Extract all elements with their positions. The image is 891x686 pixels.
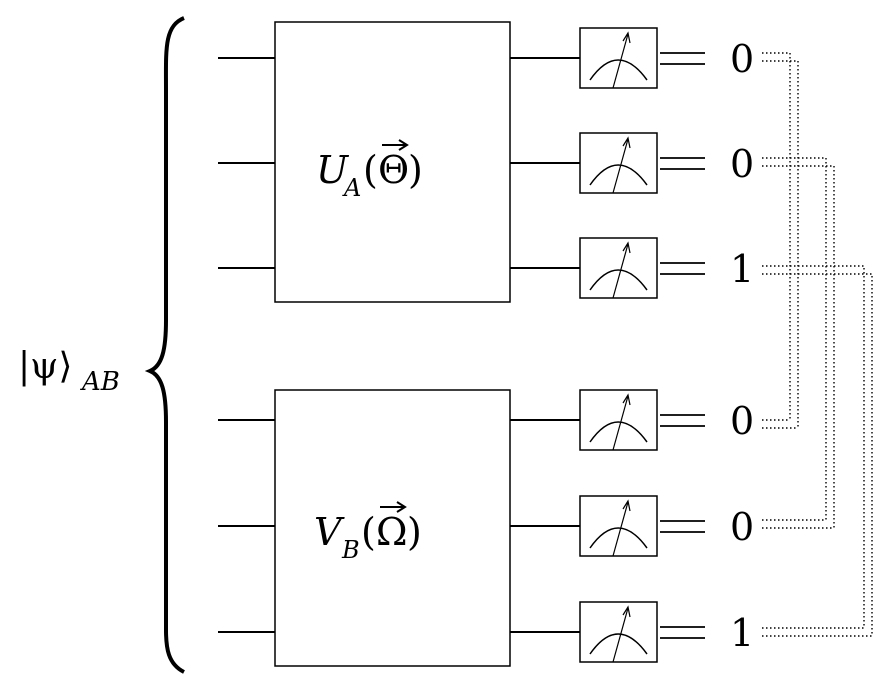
correlation-link-3 bbox=[762, 265, 873, 637]
gate-v-b-close-paren: ) bbox=[407, 510, 422, 554]
gate-u-a-argument: Θ bbox=[378, 148, 409, 192]
outcome-label: 0 bbox=[730, 399, 754, 443]
meter-icon bbox=[579, 132, 658, 194]
gate-v-b-subscript: B bbox=[341, 536, 360, 564]
correlation-links bbox=[762, 52, 873, 637]
gate-v-b-name: V bbox=[314, 510, 345, 554]
classical-wire bbox=[660, 520, 705, 533]
output-wires bbox=[510, 57, 580, 633]
gate-v-b-open-paren: ( bbox=[361, 510, 376, 554]
meter-icon bbox=[579, 389, 658, 451]
outcome-label: 0 bbox=[730, 505, 754, 549]
bracket-brace bbox=[144, 16, 186, 674]
correlation-link-2 bbox=[762, 157, 835, 529]
gate-u-a-close-paren: ) bbox=[408, 148, 423, 192]
gate-v-b: V B ( Ω ) bbox=[274, 389, 511, 667]
classical-wires bbox=[660, 52, 705, 639]
meters bbox=[579, 27, 658, 663]
input-wires bbox=[218, 57, 275, 633]
classical-wire bbox=[660, 262, 705, 275]
meter-icon bbox=[579, 237, 658, 299]
meter-icon bbox=[579, 495, 658, 557]
gate-u-a-name: U bbox=[316, 148, 350, 192]
gate-u-a-box bbox=[274, 21, 511, 303]
classical-wire bbox=[660, 626, 705, 639]
outcome-label: 0 bbox=[730, 142, 754, 186]
gate-u-a-vector-arrow bbox=[382, 139, 409, 151]
state-label: |ψ⟩ AB bbox=[18, 346, 120, 397]
gate-u-a-subscript: A bbox=[342, 174, 361, 202]
gate-v-b-argument: Ω bbox=[376, 510, 408, 554]
state-ket: |ψ⟩ bbox=[18, 346, 72, 387]
outcome-label: 0 bbox=[730, 37, 754, 81]
meter-icon bbox=[579, 27, 658, 89]
gate-u-a: U A ( Θ ) bbox=[274, 21, 511, 303]
state-subscript: AB bbox=[80, 367, 120, 397]
gate-v-b-box bbox=[274, 389, 511, 667]
outcome-label: 1 bbox=[730, 611, 754, 655]
classical-wire bbox=[660, 157, 705, 170]
classical-wire bbox=[660, 52, 705, 65]
gate-v-b-vector-arrow bbox=[380, 501, 407, 513]
classical-wire bbox=[660, 414, 705, 427]
meter-icon bbox=[579, 601, 658, 663]
outcome-label: 1 bbox=[730, 247, 754, 291]
gate-u-a-open-paren: ( bbox=[363, 148, 378, 192]
outcomes: 0 0 1 0 0 1 bbox=[730, 37, 754, 655]
correlation-link-1 bbox=[762, 52, 799, 429]
